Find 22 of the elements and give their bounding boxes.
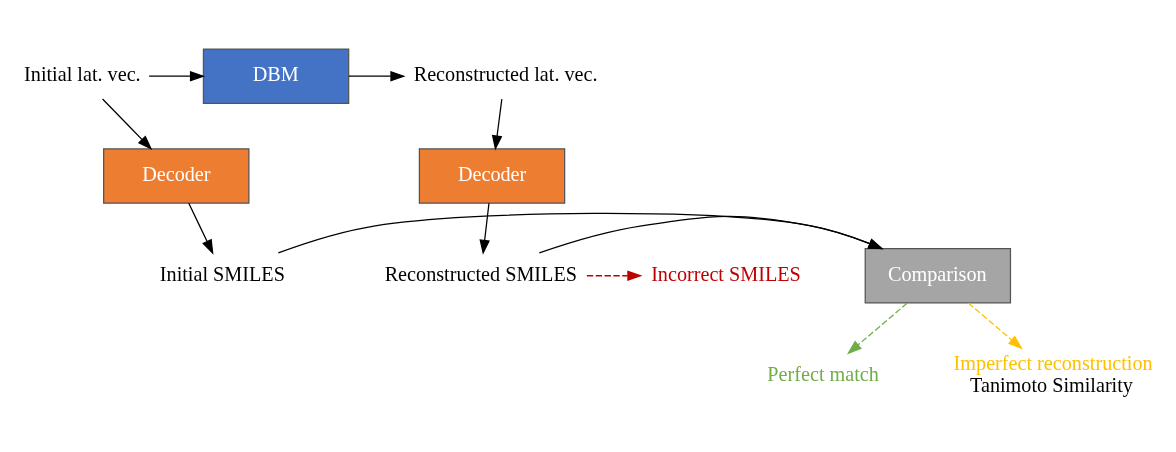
node-text: Reconstructed lat. vec.	[413, 62, 598, 85]
arrow	[968, 302, 1023, 349]
node-box: DBM	[202, 47, 350, 104]
node-box: Decoder	[103, 147, 250, 204]
node-text: Imperfect reconstruction Tanimoto Similarity	[953, 351, 1153, 396]
arrow	[148, 70, 206, 81]
node-text: Initial lat. vec.	[24, 62, 141, 85]
arrow	[277, 212, 884, 254]
arrow	[188, 202, 214, 255]
arrow	[101, 97, 153, 150]
node-text: Reconstructed SMILES	[384, 262, 577, 285]
arrow	[479, 202, 490, 255]
arrow	[586, 269, 643, 281]
node-box: Comparison	[864, 247, 1012, 304]
arrow	[538, 215, 884, 254]
node-text: Initial SMILES	[159, 262, 285, 285]
node-text: Incorrect SMILES	[651, 262, 801, 285]
node-box: Decoder	[418, 147, 566, 204]
arrow	[348, 70, 406, 81]
arrow	[491, 97, 503, 151]
node-text: Perfect match	[767, 362, 879, 385]
arrow	[846, 302, 908, 354]
